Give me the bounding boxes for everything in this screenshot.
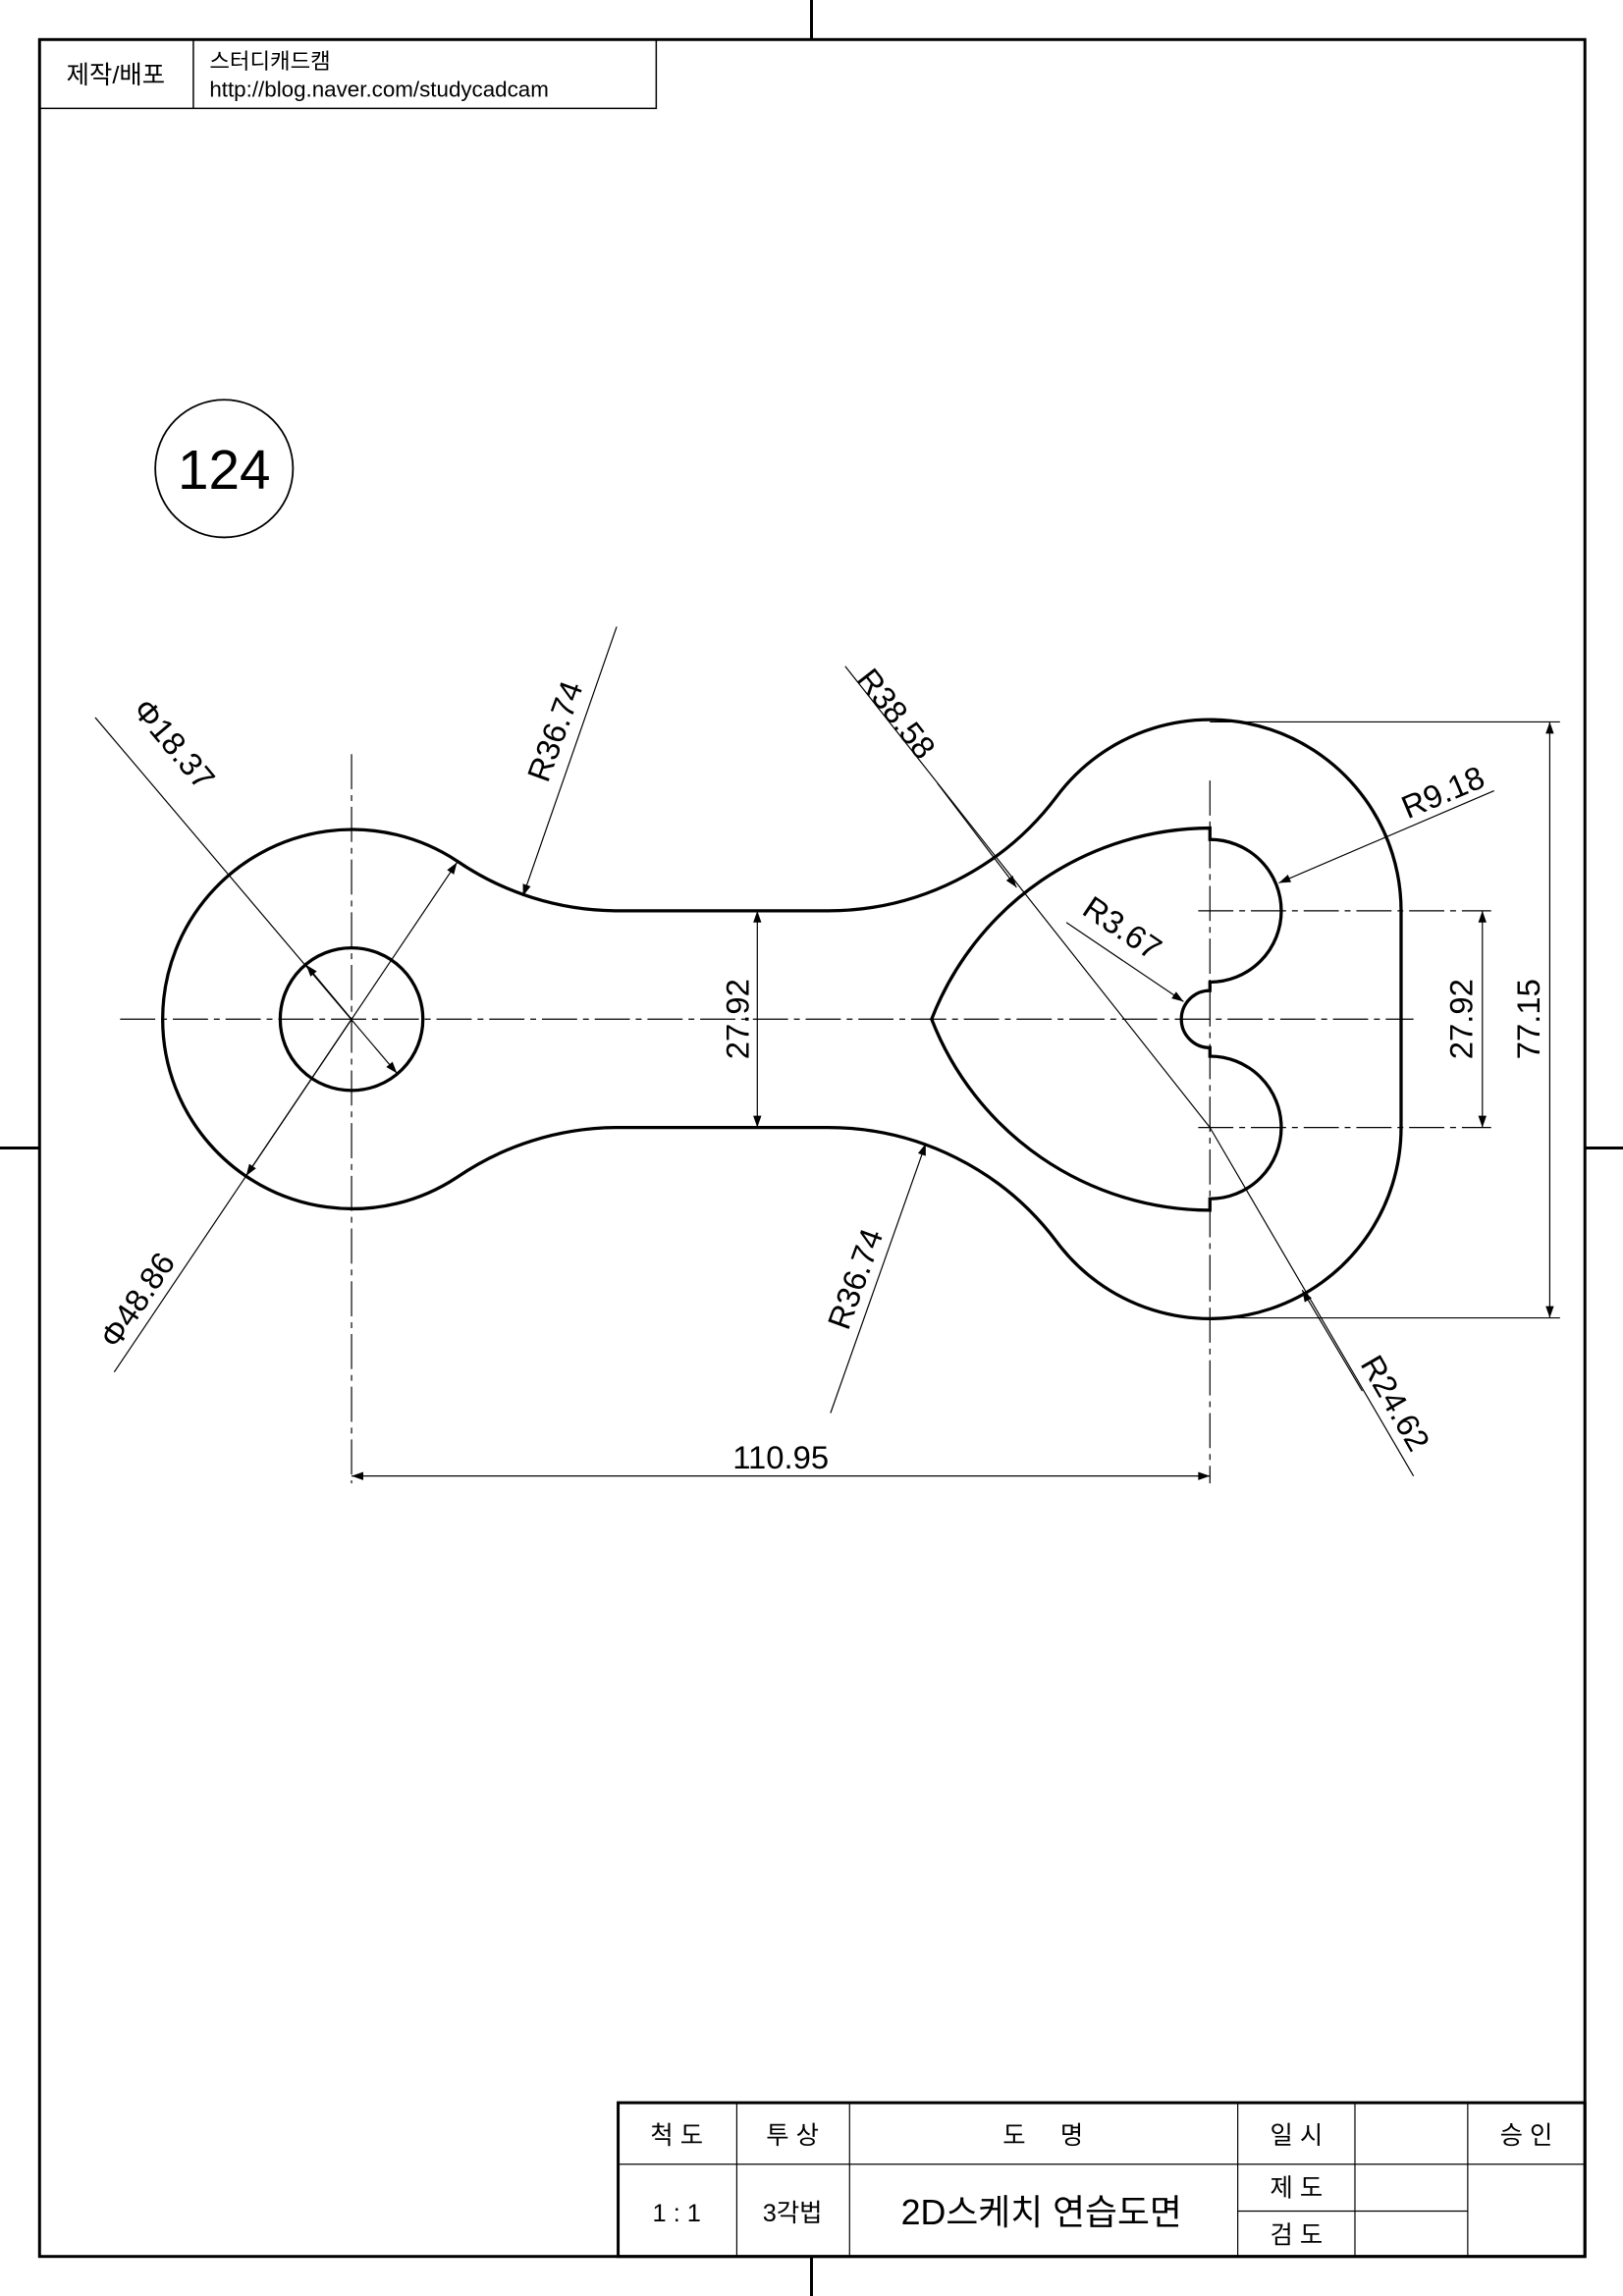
projection-label: 투 상 — [766, 2122, 819, 2150]
dim-r-lower-neck: R36.74 — [820, 1224, 890, 1334]
date-label: 일 시 — [1270, 2122, 1323, 2150]
part-outline — [161, 718, 1403, 1320]
scale-value: 1 : 1 — [653, 2200, 701, 2227]
dim-r-lobe: R9.18 — [1396, 759, 1489, 826]
dim-lobe-spacing: 27.92 — [1442, 979, 1479, 1059]
dimension-lines — [94, 626, 1560, 1480]
header-label: 제작/배포 — [67, 62, 165, 89]
projection-value: 3각법 — [763, 2200, 823, 2227]
inner-hole — [278, 945, 425, 1093]
dim-r-notch: R3.67 — [1077, 888, 1168, 967]
dimension-labels: 110.95 27.92 27.92 77.15 Φ18.37 Φ48.86 R… — [92, 662, 1546, 1475]
drawing-number: 124 — [178, 440, 271, 502]
dim-neck-width: 27.92 — [719, 979, 755, 1059]
dim-overall-height: 77.15 — [1510, 979, 1546, 1059]
dim-phi-inner: Φ18.37 — [126, 692, 222, 797]
header-box: 제작/배포 스터디캐드캠 http://blog.naver.com/study… — [38, 38, 658, 110]
drafted-label: 제 도 — [1270, 2175, 1323, 2203]
heart-cutout — [930, 826, 1283, 1212]
approval-label: 승 인 — [1500, 2122, 1553, 2150]
dim-r-upper-neck: R36.74 — [520, 676, 590, 786]
header-url: http://blog.naver.com/studycadcam — [209, 77, 549, 101]
checked-label: 검 도 — [1270, 2221, 1323, 2249]
dim-center-distance: 110.95 — [732, 1439, 829, 1475]
title-block: 척 도 투 상 도 명 일 시 승 인 1 : 1 3각법 2D스케치 연습도면… — [617, 2101, 1587, 2259]
dim-r-outer-right: R24.62 — [1354, 1349, 1437, 1457]
scale-label: 척 도 — [650, 2122, 703, 2150]
dim-r-heart: R38.58 — [850, 662, 943, 766]
drawing-title: 2D스케치 연습도면 — [901, 2193, 1182, 2232]
title-label: 도 명 — [1002, 2122, 1083, 2150]
centerlines — [120, 754, 1491, 1484]
header-author: 스터디캐드캠 — [209, 49, 330, 74]
drawing-number-badge: 124 — [154, 399, 295, 539]
sheet-border — [37, 37, 1587, 2259]
